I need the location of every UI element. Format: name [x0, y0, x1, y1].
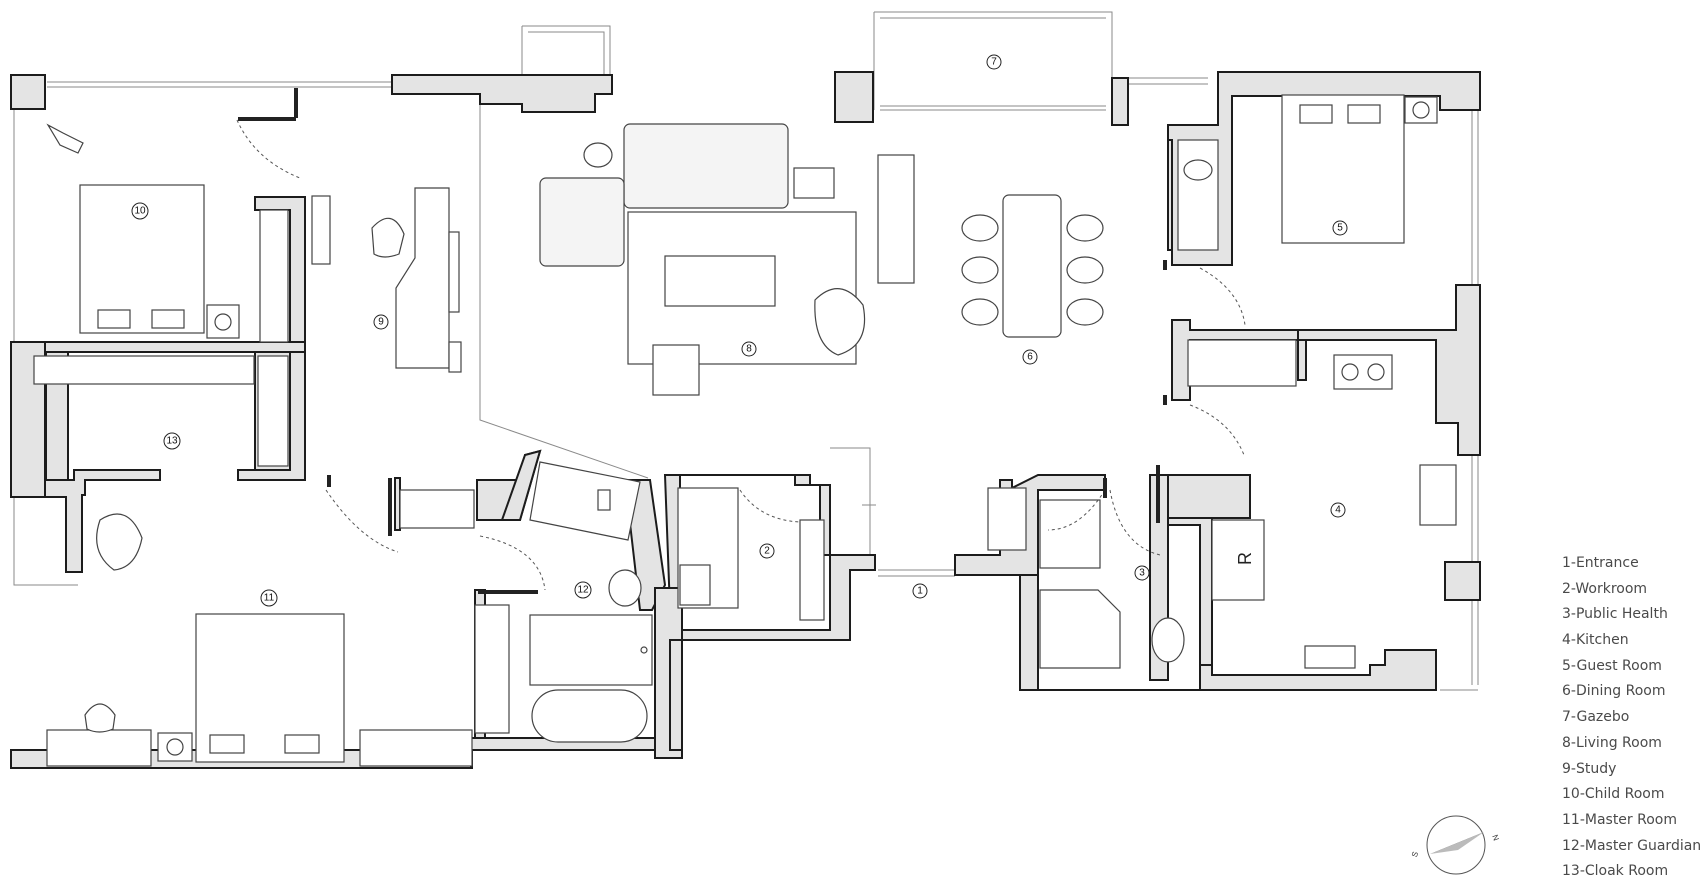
public-health-fixtures	[1039, 499, 1185, 669]
svg-text:7: 7	[991, 57, 997, 68]
kitchen-furniture	[1211, 354, 1457, 669]
study-furniture	[371, 187, 462, 373]
compass-south: S	[1410, 850, 1420, 858]
legend-item: 10-Child Room	[1562, 786, 1665, 803]
svg-text:4: 4	[1335, 505, 1341, 516]
marker-4: 4	[1330, 502, 1346, 518]
guest-room-furniture	[1177, 94, 1438, 251]
legend-item: 7-Gazebo	[1562, 709, 1630, 726]
wardrobes	[33, 209, 1297, 734]
fridge-letter: R	[1235, 552, 1255, 565]
legend-item: 12-Master Guardian	[1562, 837, 1700, 854]
svg-text:9: 9	[378, 317, 384, 328]
room-legend: 1-Entrance 2-Workroom 3-Public Health 4-…	[1562, 551, 1700, 885]
svg-text:11: 11	[264, 593, 275, 604]
dining-furniture	[961, 194, 1104, 338]
svg-text:3: 3	[1139, 568, 1145, 579]
legend-item: 4-Kitchen	[1562, 632, 1629, 649]
bath-fixtures	[529, 461, 825, 743]
svg-text:8: 8	[746, 344, 752, 355]
svg-text:2: 2	[764, 546, 770, 557]
marker-1: 1	[912, 583, 928, 599]
door-leaves	[238, 88, 1167, 594]
legend-item: 13-Cloak Room	[1562, 863, 1669, 880]
marker-7: 7	[986, 54, 1002, 70]
svg-text:5: 5	[1337, 223, 1343, 234]
svg-text:6: 6	[1027, 352, 1033, 363]
door-swings	[236, 119, 1246, 591]
legend-item: 1-Entrance	[1562, 555, 1639, 571]
marker-9: 9	[373, 314, 389, 330]
marker-10: 10	[131, 202, 149, 220]
marker-13: 13	[163, 432, 181, 450]
svg-text:13: 13	[166, 436, 178, 447]
living-room-furniture	[539, 123, 915, 396]
marker-6: 6	[1022, 349, 1038, 365]
marker-5: 5	[1332, 220, 1348, 236]
legend-item: 9-Study	[1562, 760, 1617, 777]
marker-2: 2	[759, 543, 775, 559]
svg-text:1: 1	[917, 586, 923, 597]
legend-item: 6-Dining Room	[1562, 683, 1666, 700]
compass-icon: S N	[1410, 815, 1501, 875]
legend-item: 8-Living Room	[1562, 734, 1662, 751]
svg-text:10: 10	[134, 206, 146, 217]
marker-8: 8	[741, 341, 757, 357]
compass-north: N	[1490, 833, 1501, 842]
legend-item: 2-Workroom	[1562, 580, 1648, 597]
legend-item: 3-Public Health	[1562, 606, 1668, 623]
legend-item: 11-Master Room	[1562, 811, 1677, 828]
marker-3: 3	[1134, 565, 1150, 581]
marker-12: 12	[574, 581, 592, 599]
legend-item: 5-Guest Room	[1562, 657, 1662, 674]
master-room-furniture	[46, 513, 473, 767]
marker-11: 11	[260, 589, 278, 607]
svg-text:12: 12	[577, 585, 589, 596]
room-markers: 1 2 3 4 5 6 7 8 9 10 11 12 13	[131, 54, 1348, 607]
